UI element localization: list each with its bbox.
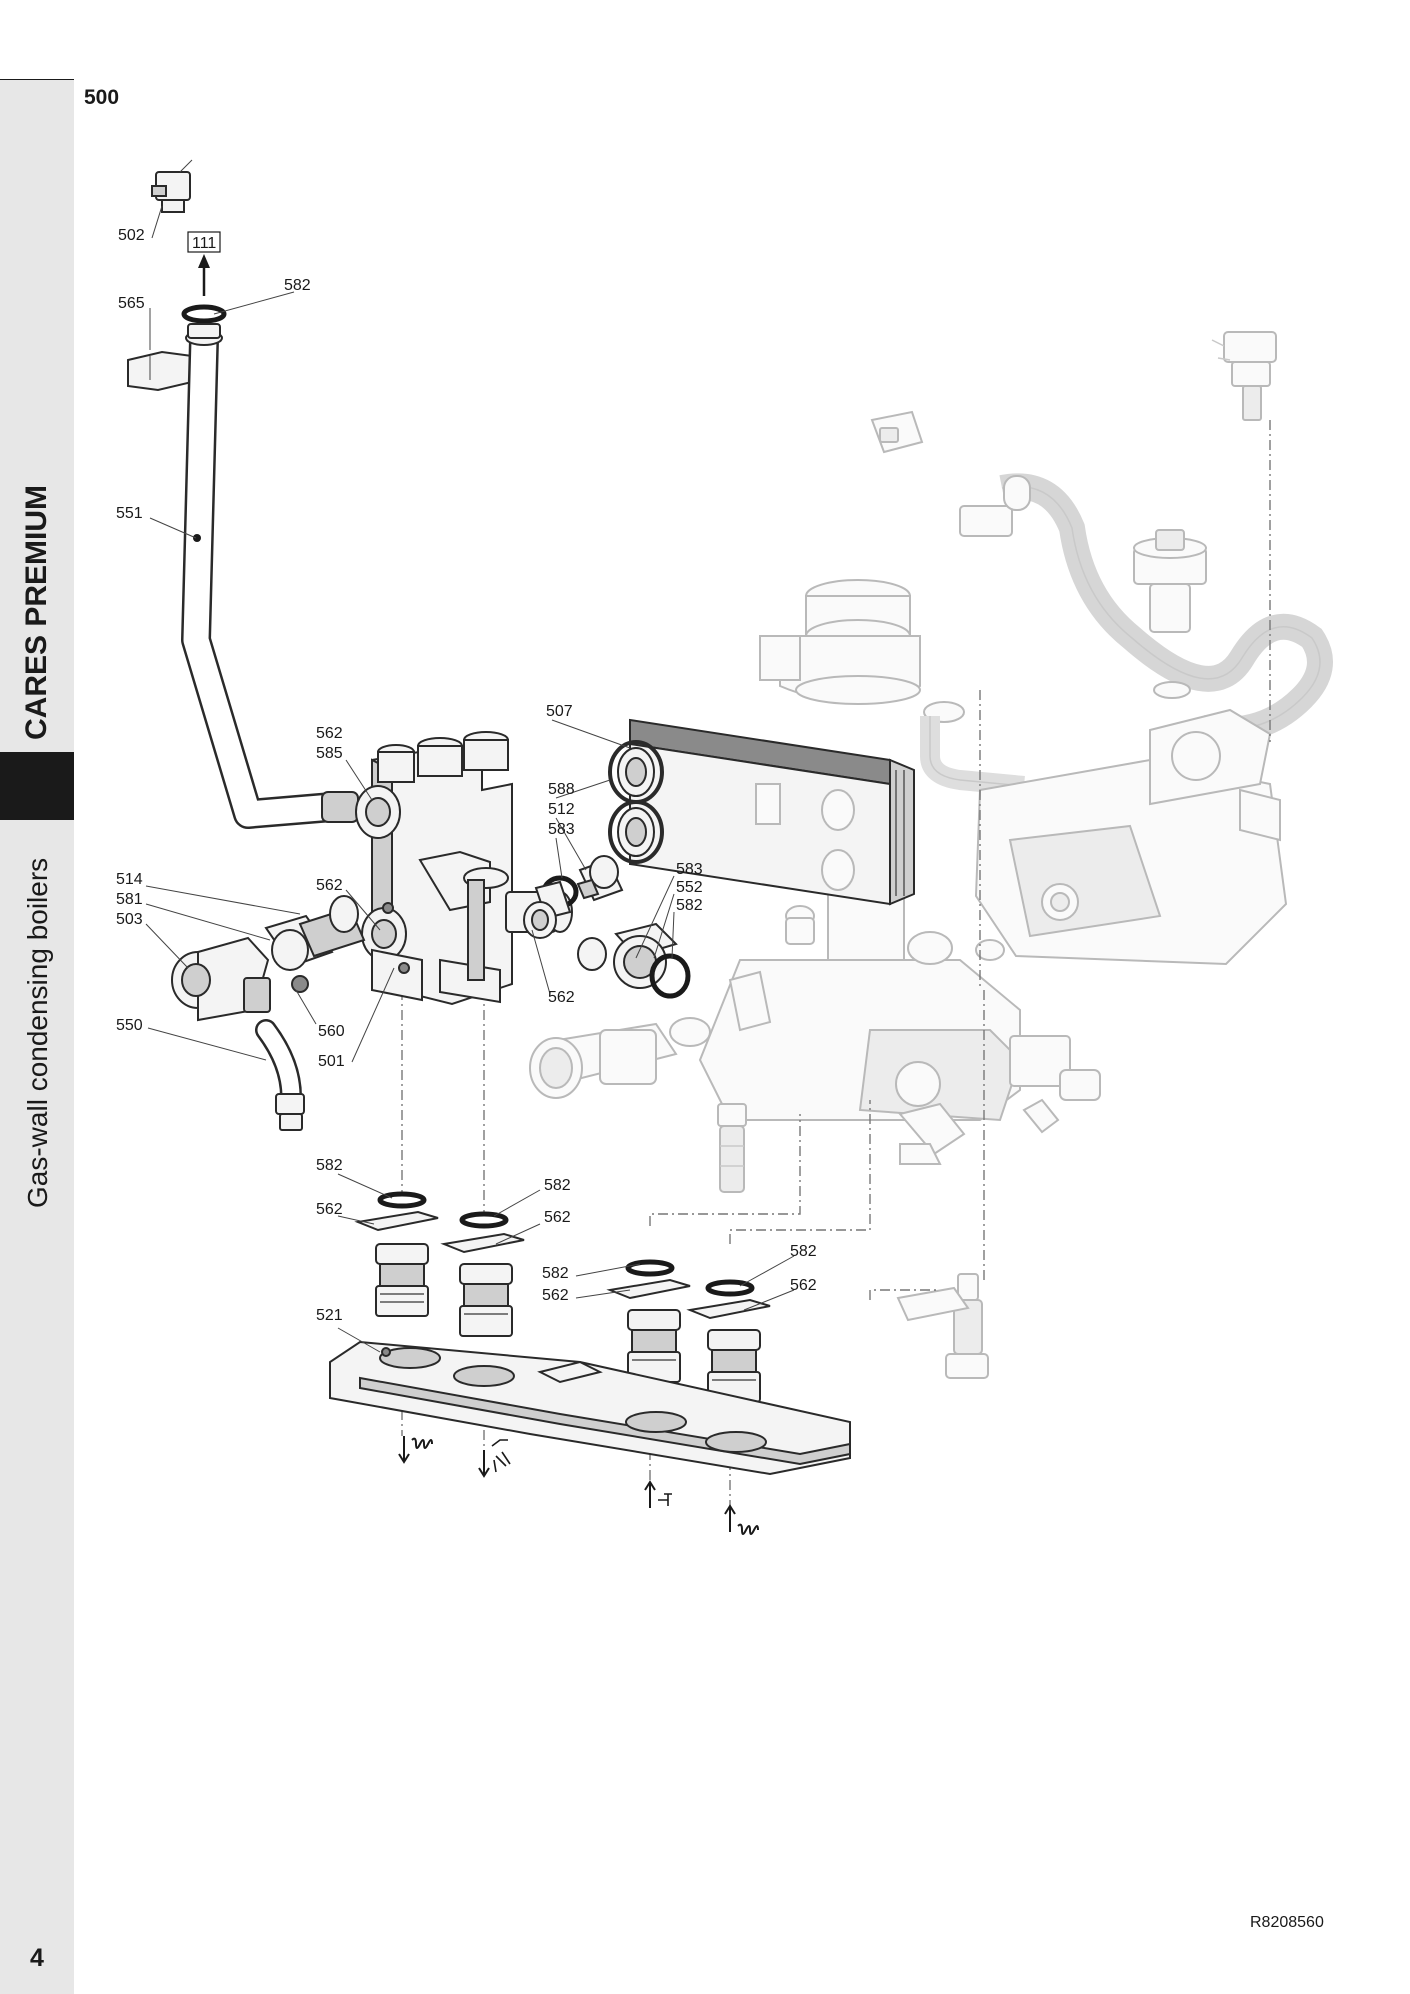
- page-number: 4: [30, 1944, 44, 1972]
- ref-box-111: [187, 231, 221, 253]
- part-503-valve: [171, 895, 366, 1022]
- section-code: 500: [84, 86, 120, 109]
- callout-label: 560: [318, 1023, 345, 1040]
- callout-label: 551: [116, 505, 143, 522]
- callout-label: 562: [316, 1201, 343, 1218]
- callout-label: 583: [676, 861, 703, 878]
- ghost-sensor-top-right: [1211, 331, 1277, 421]
- part-507-plate-heat-exchanger: [608, 718, 915, 906]
- callout-label: 582: [676, 897, 703, 914]
- callout-labels: 502 582 565 551 562 585 507 588 512 583 …: [116, 227, 817, 1324]
- callout-label: 507: [546, 703, 573, 720]
- callout-label: 501: [318, 1053, 345, 1070]
- ghost-fan-top: [759, 579, 921, 705]
- part-551-pipe: [181, 323, 359, 829]
- callout-label: 582: [544, 1177, 571, 1194]
- sidebar-band: [0, 80, 74, 1994]
- ghost-valve-right: [1133, 529, 1207, 633]
- part-502-sensor: [151, 159, 193, 213]
- ghost-elbow: [920, 681, 1191, 796]
- part-565-clip: [127, 350, 193, 392]
- callout-label: 585: [316, 745, 343, 762]
- callout-label: 521: [316, 1307, 343, 1324]
- part-582-seal-top: [181, 304, 227, 324]
- part-552-fitting: [523, 880, 691, 999]
- callout-label: 582: [542, 1265, 569, 1282]
- callout-label: 562: [316, 725, 343, 742]
- callout-label: 583: [548, 821, 575, 838]
- flow-symbols: [398, 1436, 759, 1535]
- part-512-filter: [541, 855, 624, 909]
- ref-box-111-label: 111: [192, 235, 216, 252]
- callout-label: 582: [316, 1157, 343, 1174]
- callout-label: 503: [116, 911, 143, 928]
- callout-label: 562: [316, 877, 343, 894]
- callout-label: 565: [118, 295, 145, 312]
- callout-label: 582: [284, 277, 311, 294]
- callout-label: 581: [116, 891, 143, 908]
- callout-label: 514: [116, 871, 143, 888]
- ghost-pump: [974, 708, 1288, 966]
- arrow-head-111: [198, 254, 210, 268]
- callout-label: 512: [548, 801, 575, 818]
- ghost-clip-top: [870, 410, 924, 454]
- ghosted-assembly: [529, 331, 1333, 1379]
- ghost-hose: [959, 473, 1333, 743]
- bottom-fittings: [354, 1191, 771, 1403]
- callout-label: 562: [548, 989, 575, 1006]
- part-521-bracket-plate: [329, 1340, 851, 1476]
- part-501-hydraulic-block: [355, 731, 573, 1006]
- document-reference: R8208560: [1250, 1914, 1324, 1931]
- sidebar-marker: [0, 752, 74, 820]
- callout-label: 562: [790, 1277, 817, 1294]
- callout-label: 502: [118, 227, 145, 244]
- part-550-elbow: [255, 1019, 305, 1131]
- ghost-sensor-bottom-right: [896, 1273, 989, 1379]
- leader-lines: [145, 205, 795, 1353]
- callout-label: 552: [676, 879, 703, 896]
- callout-label: 562: [542, 1287, 569, 1304]
- callout-label: 582: [790, 1243, 817, 1260]
- callout-label: 588: [548, 781, 575, 798]
- ghost-sensor-bottom: [717, 1103, 747, 1193]
- callout-label: 550: [116, 1017, 143, 1034]
- callout-label: 562: [544, 1209, 571, 1226]
- ghost-cartridge: [529, 1017, 711, 1099]
- ghost-fittings: [785, 905, 1101, 1165]
